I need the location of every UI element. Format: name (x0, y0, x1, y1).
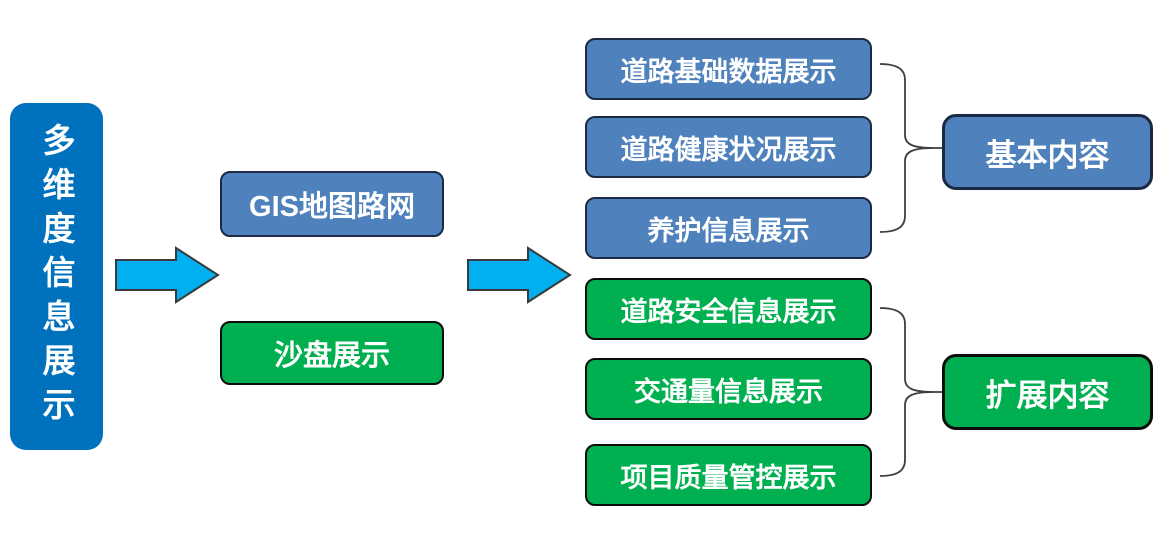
group-extended-content: 扩展内容 (942, 354, 1153, 430)
leaf-label: 交通量信息展示 (634, 376, 823, 407)
group-basic-content: 基本内容 (942, 114, 1153, 190)
node-sandbox-label: 沙盘展示 (273, 340, 390, 372)
node-sandbox-display: 沙盘展示 (220, 321, 444, 385)
root-node-label: 多维度信息展示 (38, 122, 75, 431)
flow-arrow-icon (464, 244, 574, 311)
curly-brace-icon (876, 58, 946, 245)
leaf-project-quality-control: 项目质量管控展示 (585, 444, 872, 506)
leaf-label: 道路健康状况展示 (620, 134, 837, 165)
node-gis-map-road-network: GIS地图路网 (220, 171, 444, 237)
leaf-label: 道路安全信息展示 (620, 296, 837, 327)
node-gis-label: GIS地图路网 (249, 191, 415, 223)
leaf-label: 项目质量管控展示 (620, 462, 837, 493)
curly-brace-icon (876, 302, 946, 489)
leaf-road-safety-info: 道路安全信息展示 (585, 278, 872, 340)
root-node-multidimensional-display: 多维度信息展示 (10, 103, 103, 450)
leaf-label: 养护信息展示 (647, 215, 810, 246)
leaf-traffic-volume-info: 交通量信息展示 (585, 358, 872, 420)
group-basic-label: 基本内容 (985, 137, 1110, 173)
leaf-road-health-status: 道路健康状况展示 (585, 116, 872, 178)
leaf-road-basic-data: 道路基础数据展示 (585, 38, 872, 100)
leaf-label: 道路基础数据展示 (620, 56, 837, 87)
group-extended-label: 扩展内容 (985, 377, 1110, 413)
flow-arrow-icon (112, 244, 222, 311)
leaf-maintenance-info: 养护信息展示 (585, 197, 872, 259)
